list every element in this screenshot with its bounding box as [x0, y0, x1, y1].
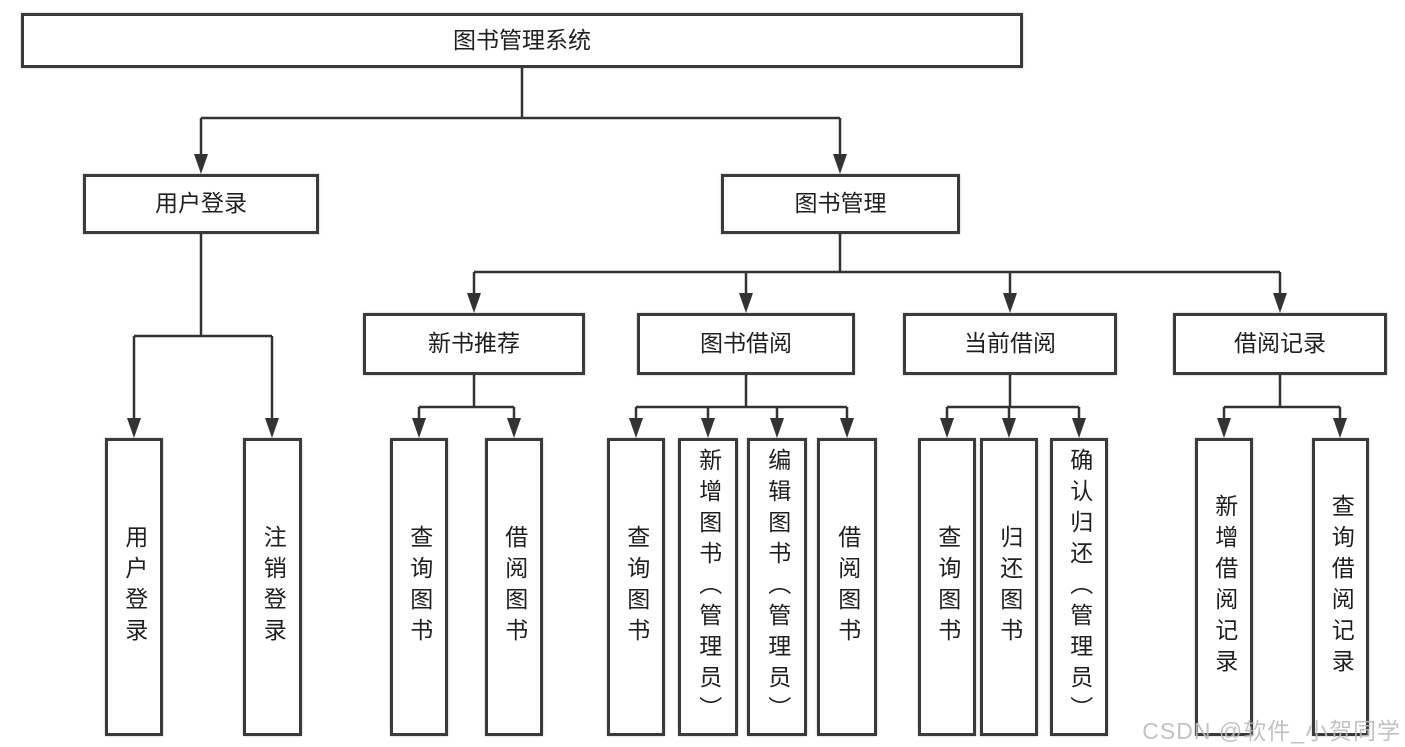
leaf-record-query: 查询借阅记录 — [1312, 438, 1369, 736]
leaf-recommend-borrow-book-label: 借阅图书 — [501, 525, 528, 649]
leaf-borrow-borrow-book-label: 借阅图书 — [834, 525, 861, 649]
watermark: CSDN @软件_小贺同学 — [1142, 718, 1401, 744]
leaf-current-return-book-label: 归还图书 — [996, 525, 1023, 649]
leaf-record-add: 新增借阅记录 — [1195, 438, 1253, 736]
leaf-borrow-edit-book-admin-label: 编辑图书（管理员） — [764, 447, 791, 727]
leaf-borrow-query-book-label: 查询图书 — [623, 525, 650, 649]
node-new-book-recommend: 新书推荐 — [363, 313, 585, 375]
node-root-label: 图书管理系统 — [453, 26, 591, 53]
leaf-recommend-query-book: 查询图书 — [390, 438, 448, 736]
leaf-current-query-book: 查询图书 — [918, 438, 976, 736]
leaf-borrow-add-book-admin: 新增图书（管理员） — [678, 438, 738, 736]
leaf-borrow-edit-book-admin: 编辑图书（管理员） — [747, 438, 807, 736]
node-book-management-label: 图书管理 — [794, 190, 887, 217]
node-current-borrow: 当前借阅 — [903, 313, 1117, 375]
leaf-borrow-add-book-admin-label: 新增图书（管理员） — [695, 447, 722, 727]
node-book-borrow: 图书借阅 — [637, 313, 855, 375]
leaf-current-return-book: 归还图书 — [980, 438, 1038, 736]
leaf-recommend-borrow-book: 借阅图书 — [485, 438, 543, 736]
leaf-borrow-query-book: 查询图书 — [607, 438, 665, 736]
node-borrow-record: 借阅记录 — [1173, 313, 1387, 375]
node-user-login-label: 用户登录 — [155, 190, 247, 217]
node-current-borrow-label: 当前借阅 — [964, 330, 1056, 357]
node-user-login: 用户登录 — [83, 174, 319, 234]
leaf-recommend-query-book-label: 查询图书 — [406, 525, 433, 649]
node-book-borrow-label: 图书借阅 — [700, 330, 792, 357]
leaf-user-login: 用户登录 — [105, 438, 163, 736]
leaf-user-login-label: 用户登录 — [121, 525, 148, 649]
leaf-logout-label: 注销登录 — [260, 525, 287, 649]
leaf-current-confirm-return-admin-label: 确认归还（管理员） — [1066, 447, 1093, 727]
leaf-record-query-label: 查询借阅记录 — [1328, 494, 1355, 680]
leaf-logout: 注销登录 — [243, 438, 302, 736]
leaf-current-confirm-return-admin: 确认归还（管理员） — [1050, 438, 1108, 736]
leaf-borrow-borrow-book: 借阅图书 — [817, 438, 877, 736]
leaf-current-query-book-label: 查询图书 — [934, 525, 961, 649]
node-book-management: 图书管理 — [721, 174, 960, 234]
leaf-record-add-label: 新增借阅记录 — [1211, 494, 1238, 680]
node-new-book-recommend-label: 新书推荐 — [428, 330, 520, 357]
node-borrow-record-label: 借阅记录 — [1234, 330, 1326, 357]
node-root: 图书管理系统 — [21, 13, 1023, 68]
